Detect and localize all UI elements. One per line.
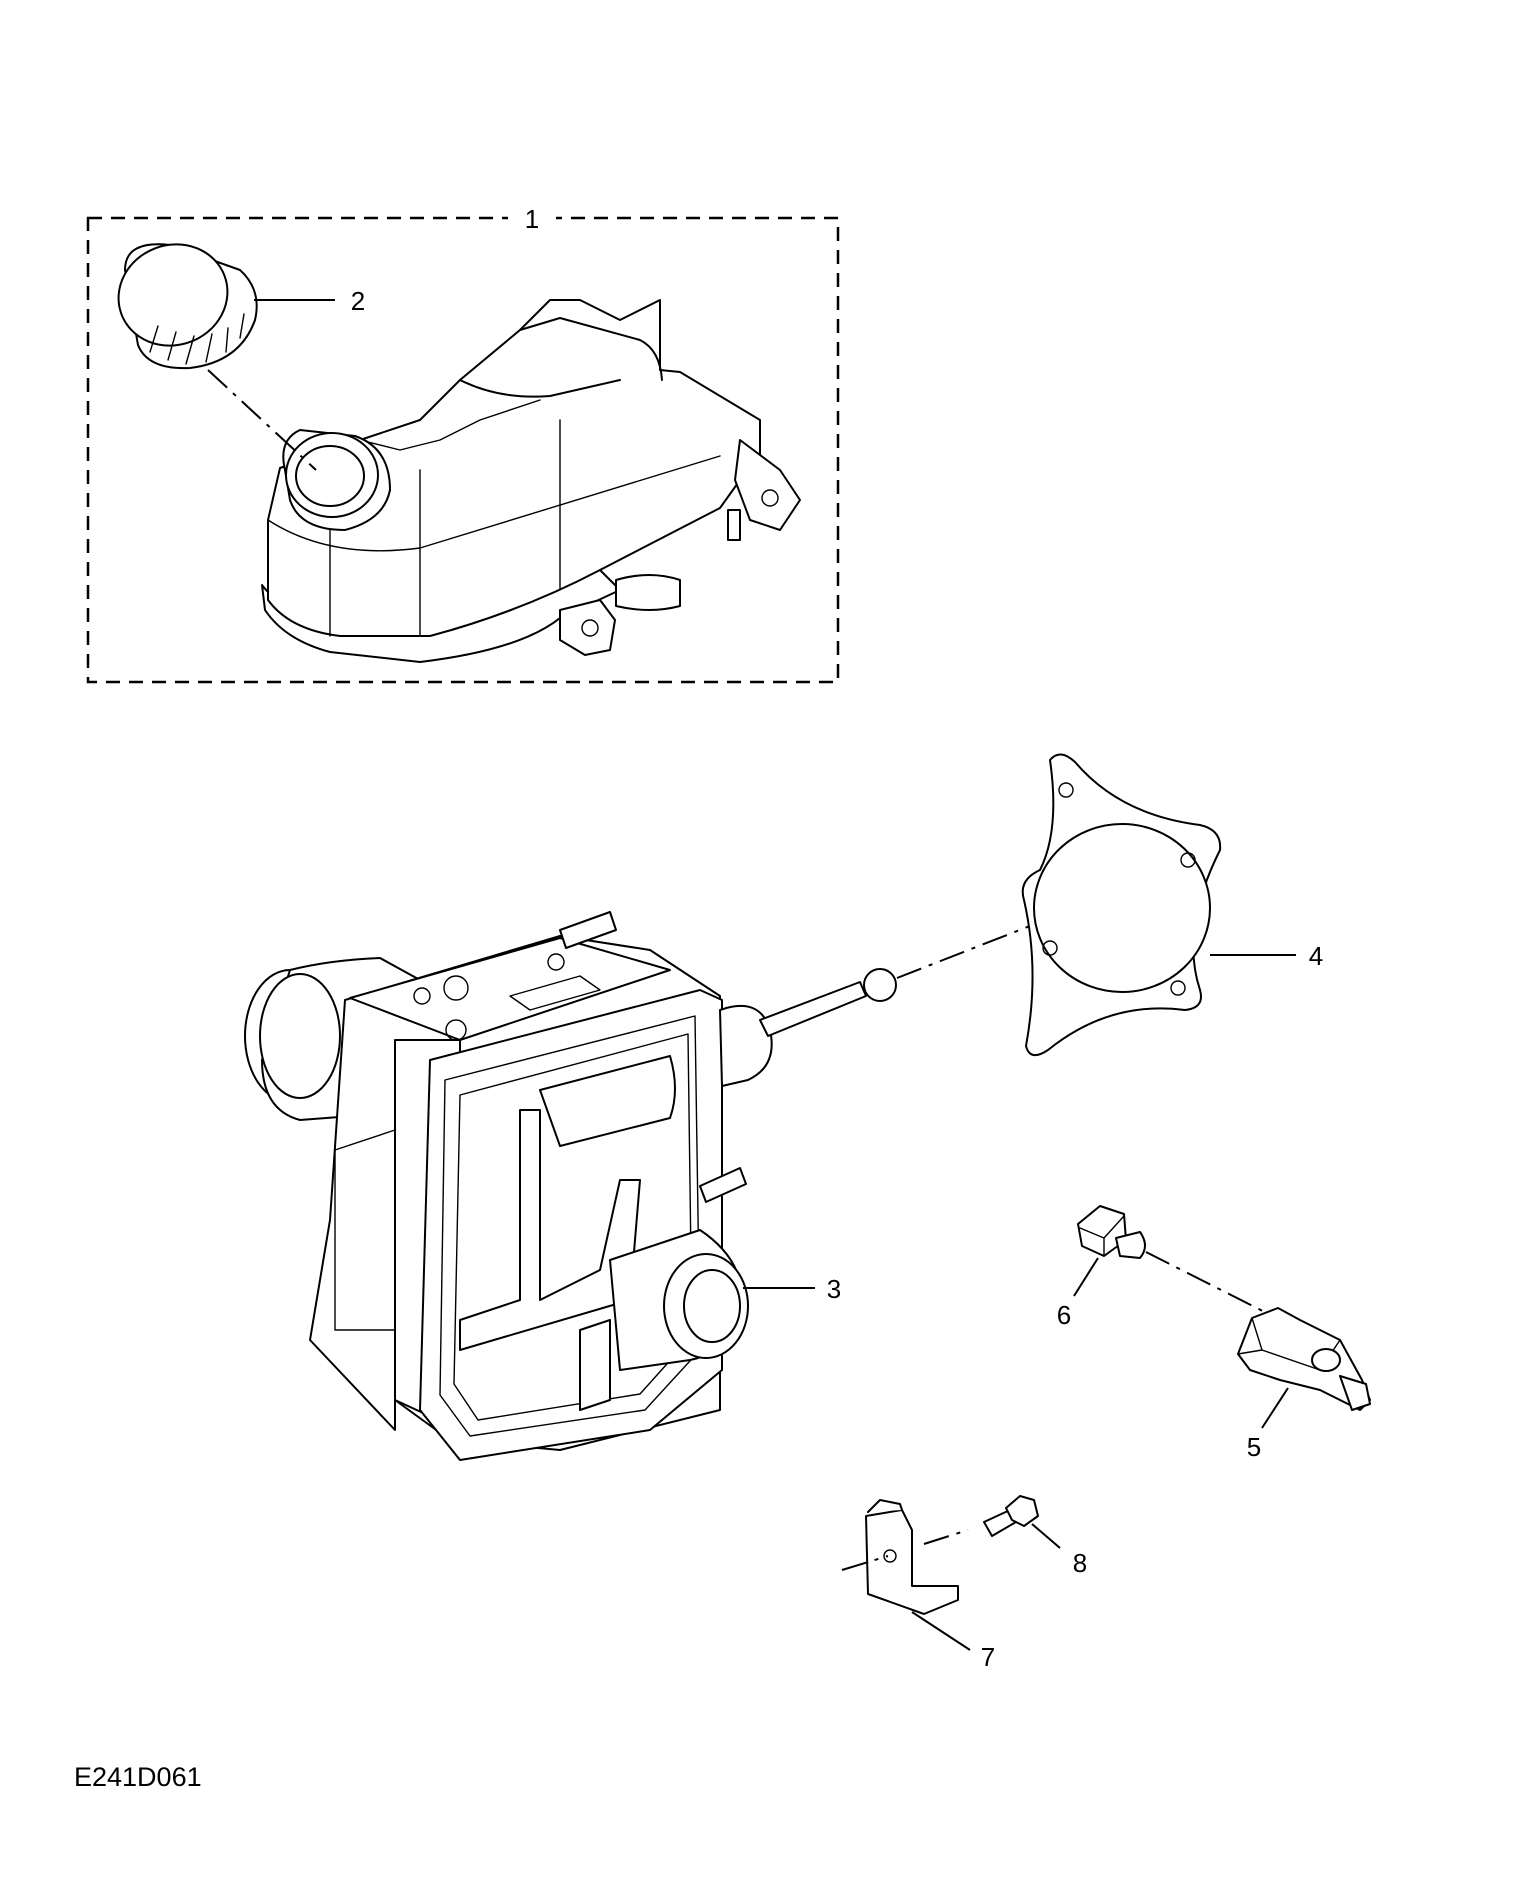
bracket-bolt-alignment-line xyxy=(923,1529,969,1545)
callout-2: 2 xyxy=(351,286,365,316)
booster-gasket: 4 xyxy=(1021,753,1323,1057)
cap-alignment-line xyxy=(207,369,317,471)
callout-6: 6 xyxy=(1057,1300,1071,1330)
sensor-bolt: 6 xyxy=(1057,1205,1146,1330)
brake-booster-assembly: 3 xyxy=(244,911,897,1461)
fluid-reservoir xyxy=(261,299,801,663)
callout-1: 1 xyxy=(525,204,539,234)
bracket-bolt: 8 xyxy=(983,1495,1087,1578)
callout-4: 4 xyxy=(1309,941,1323,971)
bracket-alignment-line xyxy=(841,1555,889,1571)
reservoir-cap: 2 xyxy=(117,243,365,370)
callout-8: 8 xyxy=(1073,1548,1087,1578)
speed-sensor: 5 xyxy=(1237,1307,1371,1462)
assembly-group-1: 1 xyxy=(86,200,840,684)
callout-5: 5 xyxy=(1247,1432,1261,1462)
callout-7: 7 xyxy=(981,1642,995,1672)
mounting-bracket: 7 xyxy=(865,1499,995,1672)
reference-code: E241D061 xyxy=(74,1762,202,1792)
callout-3: 3 xyxy=(827,1274,841,1304)
